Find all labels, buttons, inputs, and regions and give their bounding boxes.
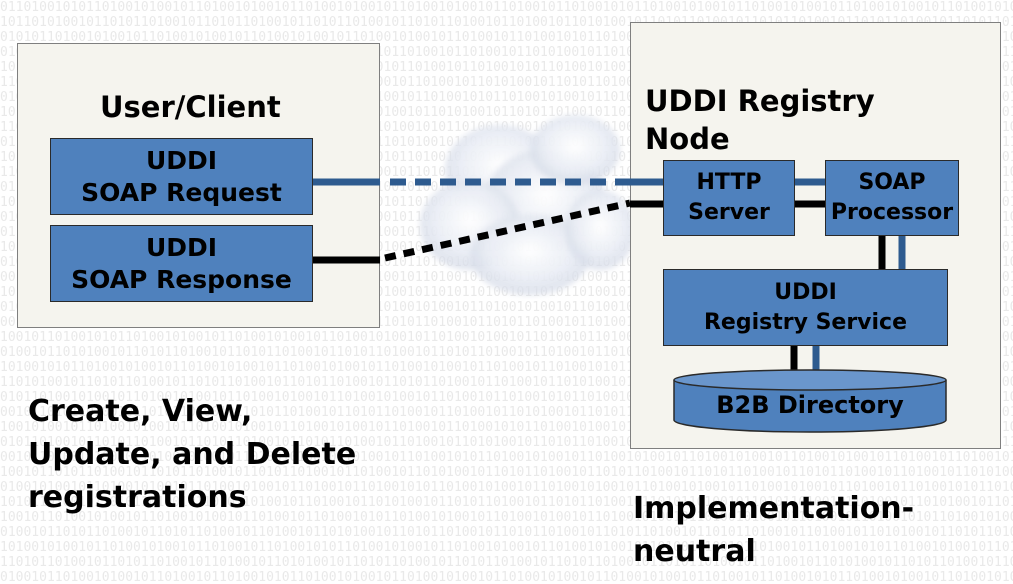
registry-title-line2: Node <box>645 122 730 156</box>
http-server-line1: HTTP <box>696 170 762 195</box>
soap-processor-line1: SOAP <box>858 170 926 195</box>
response-line-dashed <box>384 199 631 262</box>
client-caption-line3: registrations <box>28 480 247 515</box>
registry-caption-line2: neutral <box>633 534 756 569</box>
client-caption-line1: Create, View, <box>28 394 253 429</box>
client-title: User/Client <box>100 90 281 124</box>
client-caption-line2: Update, and Delete <box>28 437 357 472</box>
registry-title-line1: UDDI Registry <box>645 84 875 118</box>
client-caption: Create, View, Update, and Delete registr… <box>28 390 356 519</box>
http-server-line2: Server <box>688 200 770 225</box>
registry-service-line1: UDDI <box>774 279 837 305</box>
database-icon <box>673 369 947 433</box>
soap-response-line2: SOAP Response <box>71 264 292 294</box>
soap-request-box: UDDI SOAP Request <box>50 138 313 215</box>
soap-response-box: UDDI SOAP Response <box>50 225 313 302</box>
registry-service-line2: Registry Service <box>703 309 908 335</box>
soap-request-line1: UDDI <box>145 145 218 175</box>
registry-service-box: UDDI Registry Service <box>663 269 948 346</box>
b2b-directory-label: B2B Directory <box>716 391 904 419</box>
soap-processor-line2: Processor <box>830 200 954 225</box>
http-server-box: HTTP Server <box>663 160 795 236</box>
registry-caption: Implementation- neutral <box>633 487 914 573</box>
soap-response-line1: UDDI <box>145 232 218 262</box>
soap-processor-box: SOAP Processor <box>825 160 959 236</box>
registry-caption-line1: Implementation- <box>633 491 915 526</box>
soap-request-line2: SOAP Request <box>81 177 282 207</box>
registry-node-title: UDDI Registry Node <box>645 82 875 158</box>
